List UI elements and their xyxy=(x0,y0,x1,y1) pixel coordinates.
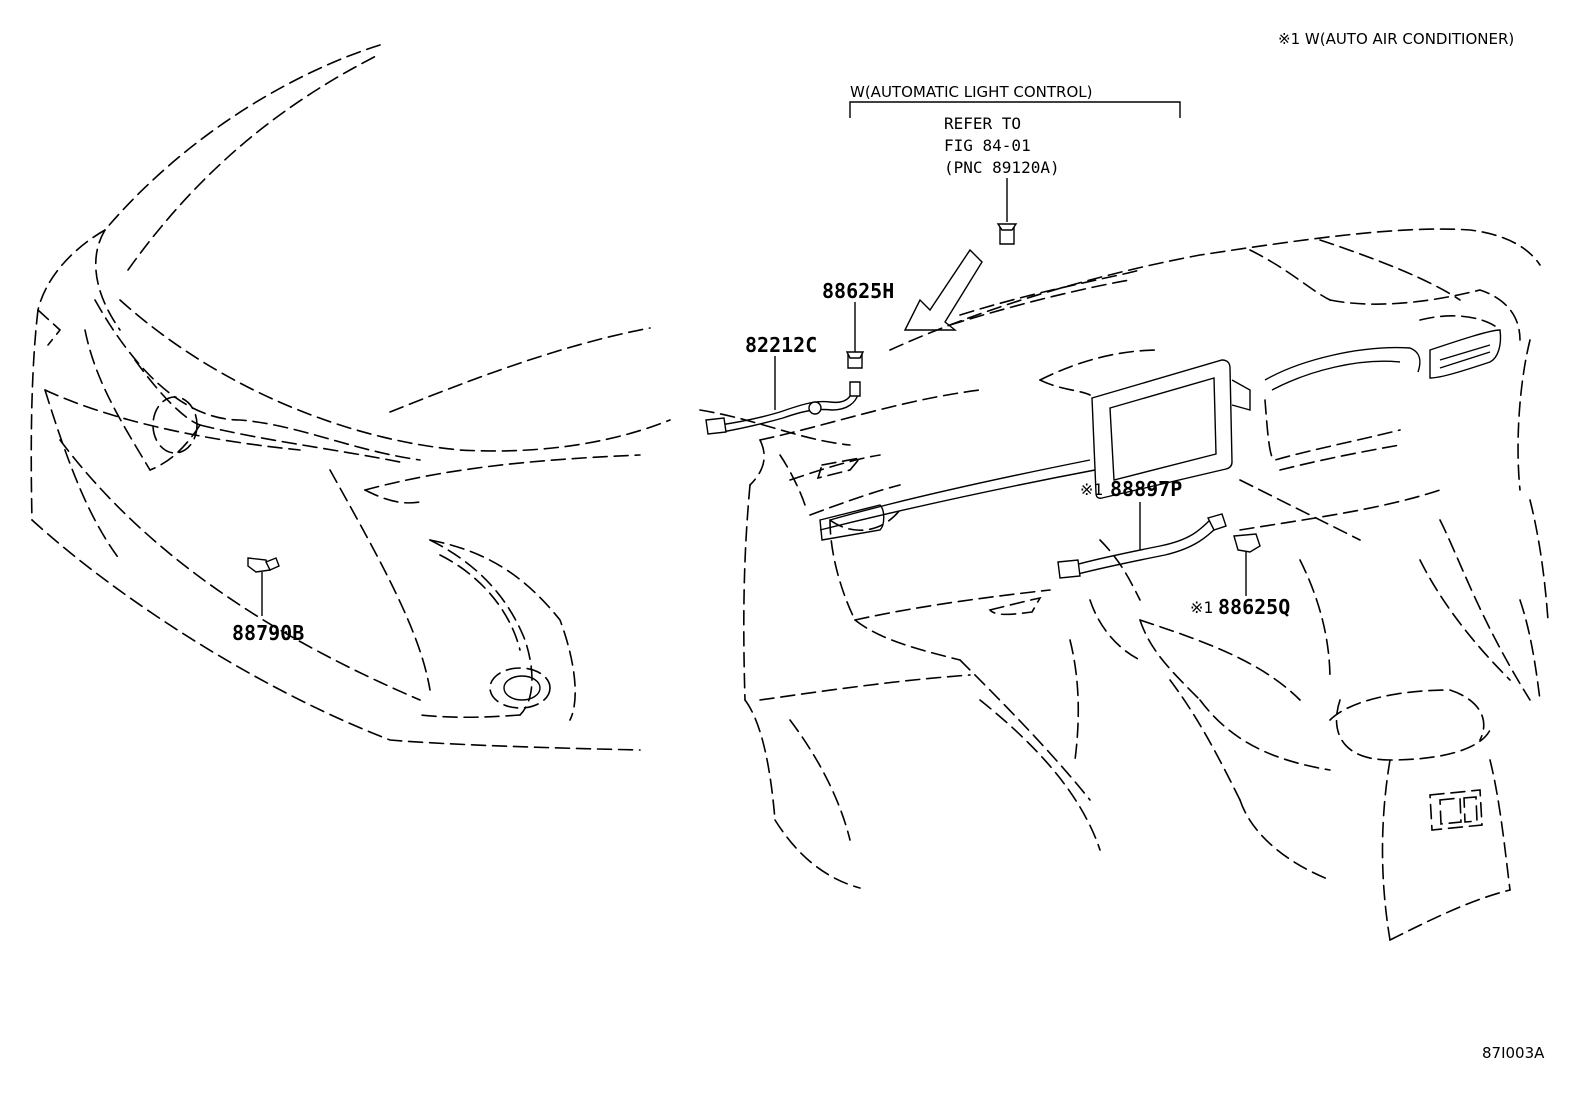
part-88625H[interactable] xyxy=(845,302,865,369)
dashboard-drawing xyxy=(699,228,1549,941)
mark-88897P: ※1 xyxy=(1080,480,1103,499)
direction-arrow xyxy=(903,248,983,331)
part-82212C[interactable] xyxy=(705,356,861,435)
figure-id: 87I003A xyxy=(1482,1044,1545,1062)
bracket-title: W(AUTOMATIC LIGHT CONTROL) xyxy=(850,83,1092,101)
label-88625H: 88625H xyxy=(822,279,894,303)
reference-line-3: (PNC 89120A) xyxy=(944,158,1060,177)
part-88897P[interactable] xyxy=(1057,502,1227,579)
front-bumper-drawing xyxy=(30,44,671,751)
note-auto-air-conditioner: ※1 W(AUTO AIR CONDITIONER) xyxy=(1278,30,1514,48)
reference-line-1: REFER TO xyxy=(944,114,1021,133)
part-88625Q[interactable] xyxy=(1233,533,1261,596)
bracket-automatic-light-control xyxy=(849,101,1181,118)
label-88897P: 88897P xyxy=(1110,477,1182,501)
label-88625Q: 88625Q xyxy=(1218,595,1290,619)
label-82212C: 82212C xyxy=(745,333,817,357)
mark-88625Q: ※1 xyxy=(1190,598,1213,617)
part-88790B[interactable] xyxy=(247,557,280,616)
label-88790B: 88790B xyxy=(232,621,304,645)
reference-line-2: FIG 84-01 xyxy=(944,136,1031,155)
reference-part-89120A[interactable] xyxy=(996,178,1018,245)
